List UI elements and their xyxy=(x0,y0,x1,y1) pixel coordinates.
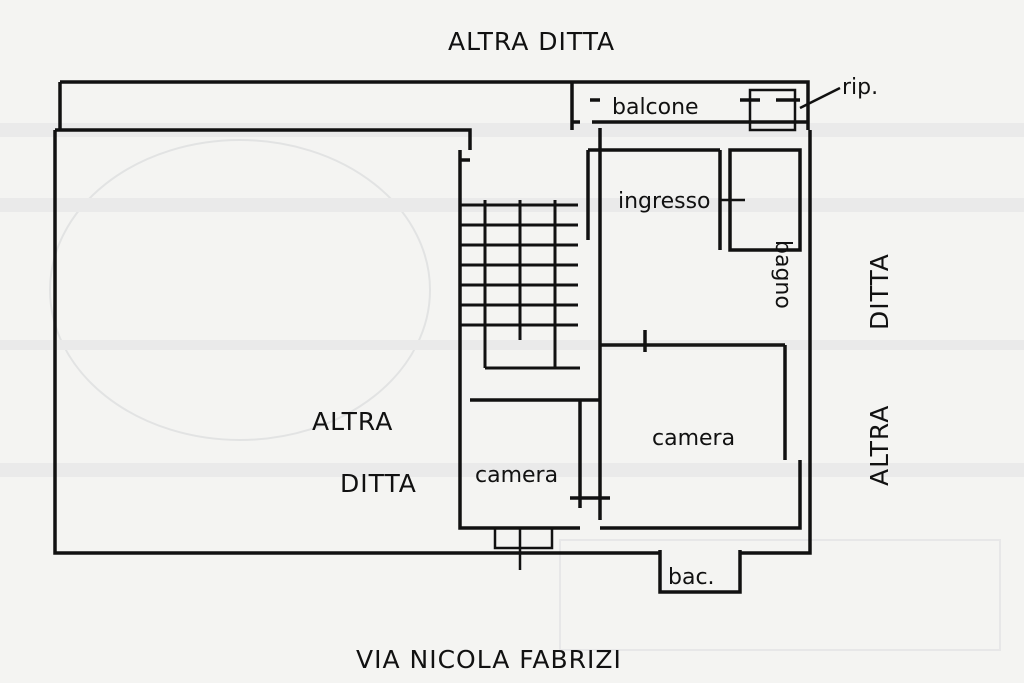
bedroom-left-label: camera xyxy=(475,463,558,488)
bottom-balcony xyxy=(658,550,742,594)
central-partition xyxy=(600,330,785,352)
bathroom-label: bagno xyxy=(770,240,795,309)
bedroom-right-label: camera xyxy=(652,426,735,451)
entrance-label: ingresso xyxy=(618,189,711,214)
left-neighbor-label-1: ALTRA xyxy=(312,407,393,436)
top-neighbor-label: ALTRA DITTA xyxy=(448,27,615,56)
bedroom-walls xyxy=(458,345,802,530)
left-neighbor-label-2: DITTA xyxy=(340,469,417,498)
staircase xyxy=(460,200,580,370)
building-outline xyxy=(53,80,812,555)
street-label: VIA NICOLA FABRIZI xyxy=(356,645,622,674)
entrance-walls xyxy=(586,148,802,252)
top-balcony xyxy=(570,82,808,130)
right-neighbor-lower-label: ALTRA xyxy=(865,405,894,486)
landing-box xyxy=(748,88,797,132)
balcony-bottom-label: bac. xyxy=(668,565,715,590)
landing-pointer xyxy=(799,86,841,110)
balcony-top-label: balcone xyxy=(612,95,699,120)
stairwell-walls xyxy=(458,128,602,520)
bottom-window xyxy=(493,528,554,570)
watermark-background xyxy=(0,123,1024,651)
landing-label: rip. xyxy=(842,75,878,100)
right-neighbor-upper-label: DITTA xyxy=(865,253,894,330)
